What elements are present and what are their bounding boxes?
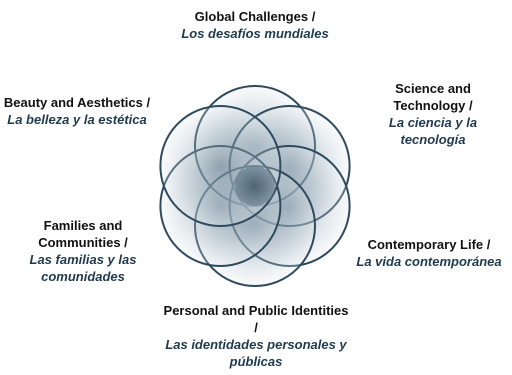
theme-es-label: La belleza y la estética: [7, 112, 147, 127]
circle-top-left: [159, 105, 282, 227]
theme-families-communities: Families and Communities / Las familias …: [8, 217, 158, 285]
theme-es-label: Las familias y las comunidades: [29, 252, 137, 284]
theme-en-label: Families and Communities /: [38, 218, 128, 250]
theme-en-label: Science and Technology /: [393, 81, 473, 113]
theme-es-label: Las identidades personales y públicas: [165, 337, 347, 369]
theme-personal-public-identities: Personal and Public Identities / Las ide…: [160, 302, 352, 370]
theme-es-label: La ciencia y la tecnología: [388, 115, 478, 147]
theme-global-challenges: Global Challenges / Los desafíos mundial…: [170, 8, 340, 42]
theme-science-technology: Science and Technology / La ciencia y la…: [358, 80, 508, 148]
theme-en-label: Global Challenges /: [194, 9, 316, 24]
theme-es-label: Los desafíos mundiales: [181, 26, 329, 41]
theme-beauty-aesthetics: Beauty and Aesthetics / La belleza y la …: [2, 94, 152, 128]
theme-es-label: La vida contemporánea: [356, 254, 502, 269]
center-core: [235, 166, 275, 206]
theme-en-label: Beauty and Aesthetics /: [3, 95, 151, 110]
theme-contemporary-life: Contemporary Life / La vida contemporáne…: [346, 236, 512, 270]
theme-en-label: Personal and Public Identities /: [163, 303, 349, 335]
theme-en-label: Contemporary Life /: [367, 237, 491, 252]
